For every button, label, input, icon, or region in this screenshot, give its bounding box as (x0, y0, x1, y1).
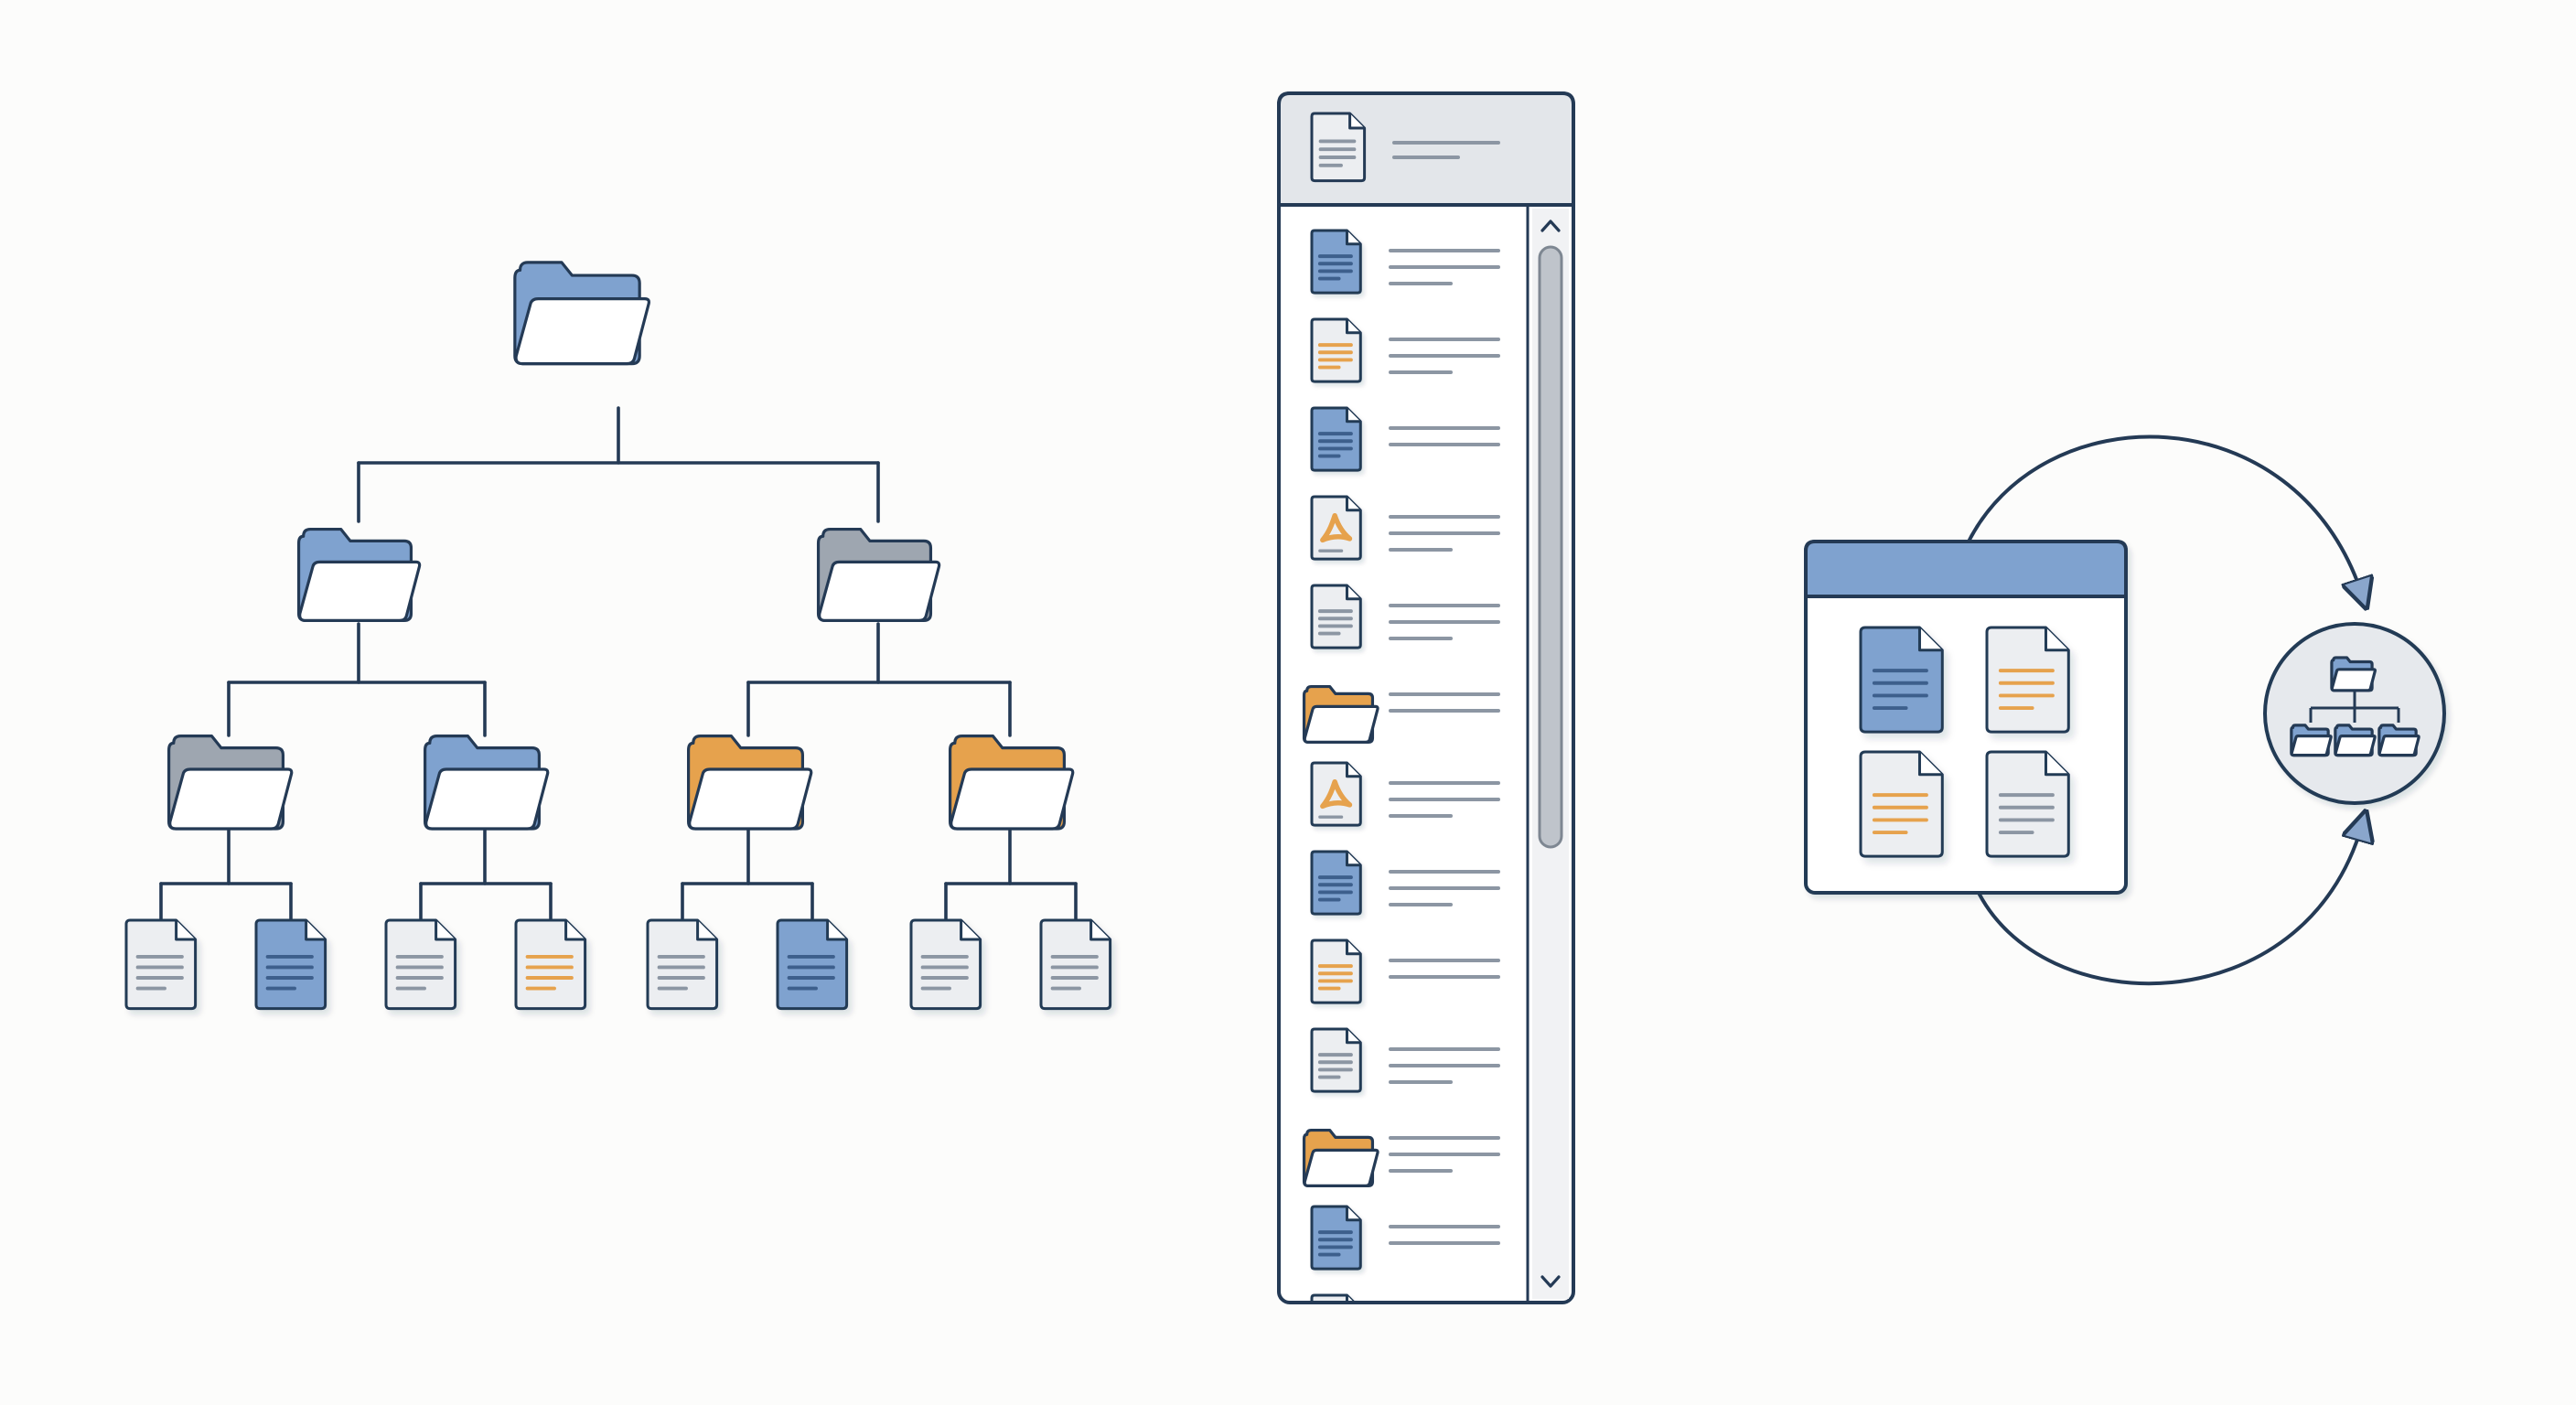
list-item[interactable] (1310, 1205, 1500, 1271)
list-item[interactable] (1310, 761, 1500, 827)
file-list-panel (1277, 91, 1575, 1357)
document-icon (776, 918, 849, 1011)
document-icon (1310, 1205, 1362, 1271)
grid-view-panel (1804, 434, 2446, 986)
list-item[interactable] (1310, 495, 1500, 561)
list-item[interactable] (1310, 850, 1500, 916)
cycle-arrow-bottom (1974, 825, 2362, 986)
chevron-down-icon[interactable] (1540, 1275, 1561, 1288)
cycle-arrow-top (1965, 434, 2362, 595)
chevron-up-icon[interactable] (1540, 220, 1561, 232)
document-icon (1310, 850, 1362, 916)
document-icon (1310, 112, 1367, 183)
folder-tree (124, 261, 1112, 1011)
document-icon (254, 918, 327, 1011)
folder-icon (296, 527, 422, 622)
document-icon (514, 918, 587, 1011)
document-icon (1859, 626, 1944, 734)
file-list-items (1302, 229, 1500, 1357)
document-icon (1310, 406, 1362, 472)
document-icon (646, 918, 719, 1011)
folder-icon (166, 734, 294, 831)
folder-icon (1302, 1128, 1379, 1187)
pdf-icon (1310, 495, 1362, 561)
document-icon (909, 918, 982, 1011)
list-item[interactable] (1310, 584, 1500, 649)
list-item[interactable] (1302, 1128, 1500, 1187)
folder-icon (686, 734, 813, 831)
grid-window-titlebar (1804, 540, 2128, 598)
list-item[interactable] (1310, 1293, 1498, 1357)
folder-icon (2334, 724, 2377, 757)
folder-tree-icon (2290, 656, 2420, 757)
folder-icon (2330, 656, 2377, 692)
document-icon (1310, 317, 1362, 383)
document-icon (124, 918, 198, 1011)
document-icon (1039, 918, 1112, 1011)
list-item[interactable] (1310, 938, 1500, 1004)
folder-icon (1302, 684, 1379, 744)
list-item[interactable] (1310, 229, 1500, 295)
document-icon (1985, 750, 2070, 858)
document-icon (1310, 1293, 1355, 1301)
document-icon (1310, 584, 1362, 649)
scrollbar-thumb[interactable] (1538, 245, 1563, 849)
document-icon (1985, 626, 2070, 734)
folder-icon (2290, 724, 2333, 757)
folder-icon (2377, 724, 2420, 757)
list-item[interactable] (1310, 317, 1500, 383)
root-folder-icon (513, 261, 650, 366)
folder-icon (948, 734, 1075, 831)
list-item[interactable] (1310, 406, 1500, 472)
document-icon (1859, 750, 1944, 858)
document-icon (1310, 1027, 1362, 1093)
folder-icon (423, 734, 550, 831)
folder-icon (816, 527, 941, 622)
list-item[interactable] (1310, 1027, 1500, 1093)
pdf-icon (1310, 761, 1362, 827)
document-icon (384, 918, 457, 1011)
document-icon (1310, 229, 1362, 295)
list-item[interactable] (1302, 684, 1500, 744)
document-icon (1310, 938, 1362, 1004)
